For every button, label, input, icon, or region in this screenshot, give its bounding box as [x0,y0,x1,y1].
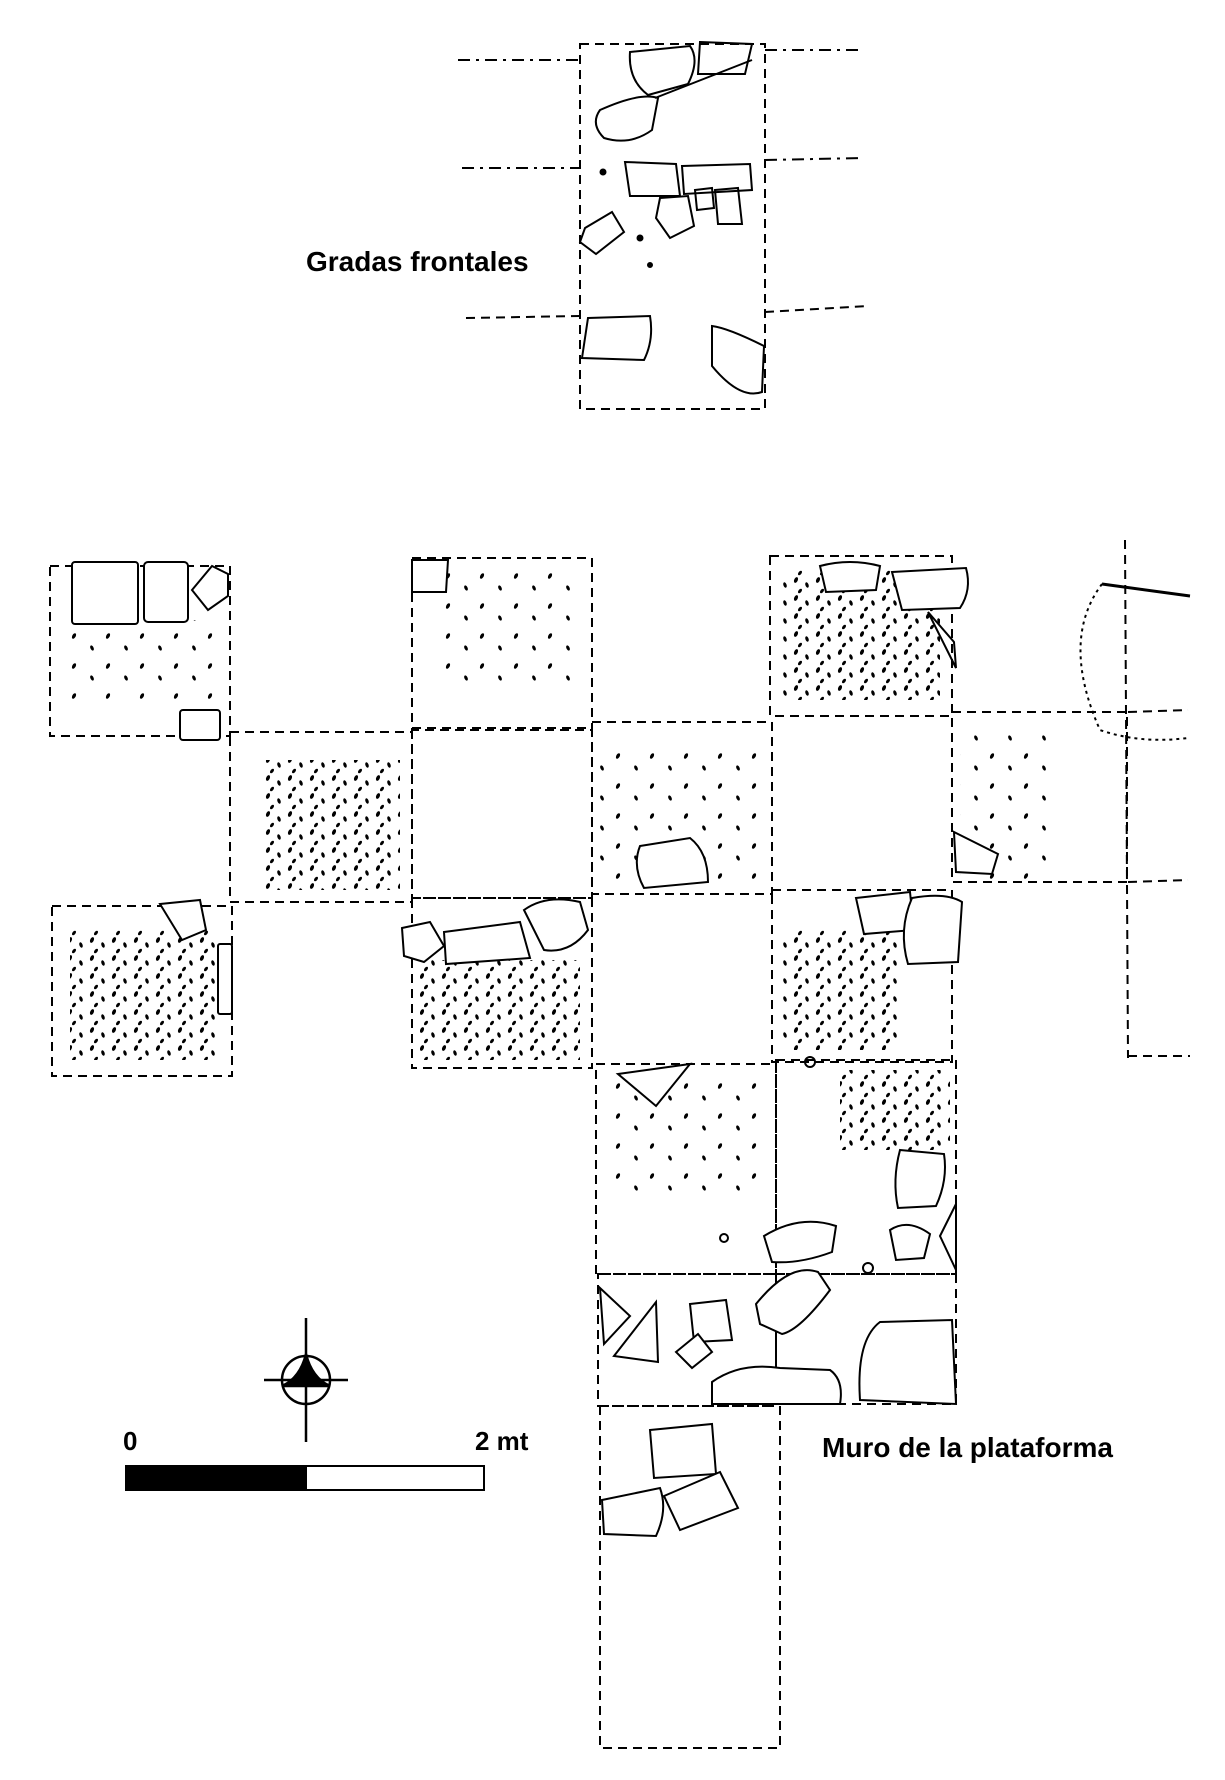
stone [680,162,754,196]
stone [762,1220,838,1264]
grid-unit [591,721,773,895]
label-gradas-frontales: Gradas frontales [306,246,529,277]
stone [952,830,1000,876]
stone [711,1365,842,1405]
stone [190,564,229,612]
gradas-grid-unit [579,43,766,410]
gradas-line [764,157,863,161]
stone [713,186,744,225]
grid-unit [411,557,593,731]
grid-unit [411,727,593,899]
stone [580,314,653,362]
grid-unit [411,897,593,1069]
stone [648,1422,718,1480]
north-arrow-icon [264,1318,348,1442]
grid-stones [71,559,1191,1538]
stone [662,1470,740,1532]
stone [711,324,766,395]
stone [623,160,682,197]
stone [1101,582,1191,598]
stone [696,40,754,75]
stone [594,95,660,142]
stone [600,1486,665,1538]
scale-label-start: 0 [123,1426,138,1456]
stone [411,559,450,593]
stone [858,1318,958,1406]
stone [578,210,626,256]
scale-bar [125,1465,485,1491]
stone [890,566,969,612]
stone [938,1203,957,1271]
grid-unit [769,555,953,717]
scale-bar-black [125,1465,307,1491]
stone [654,194,696,240]
scale-label-end: 2 mt [475,1426,529,1456]
grid-unit [229,731,413,903]
grid-line [1124,539,1129,1059]
stone [635,836,710,890]
grid-unit [49,565,231,737]
label-muro-plataforma: Muro de la plataforma [822,1432,1113,1463]
stone [888,1223,932,1262]
stone [612,1299,660,1364]
stone [754,1269,832,1336]
grid-unit [51,905,233,1077]
stone [598,1285,632,1347]
stipple-areas [70,570,1050,1200]
stone [143,561,189,623]
stone [179,709,221,741]
stone [927,611,957,669]
stone [615,1062,693,1108]
stone [693,186,716,212]
grid-unit [597,1273,777,1407]
stone [902,894,964,966]
scale-bar-white [305,1465,485,1491]
stone [442,920,532,966]
grid-line [1127,879,1189,883]
stone [628,44,696,97]
stone [158,898,208,942]
stone [688,1298,734,1344]
stone [217,943,233,1015]
stone [522,898,590,952]
gradas-line [465,315,581,319]
stone [674,1332,714,1370]
grid-unit [599,1405,781,1749]
grid-unit [775,1273,957,1405]
gradas-section [458,40,869,410]
stone [654,59,753,99]
grid-unit [771,889,953,1063]
grid-line [1127,709,1189,713]
gradas-line [764,305,869,313]
stone [400,920,446,964]
stone [818,561,882,594]
stone [894,1148,946,1210]
stone [71,561,139,625]
stone [1079,583,1189,741]
